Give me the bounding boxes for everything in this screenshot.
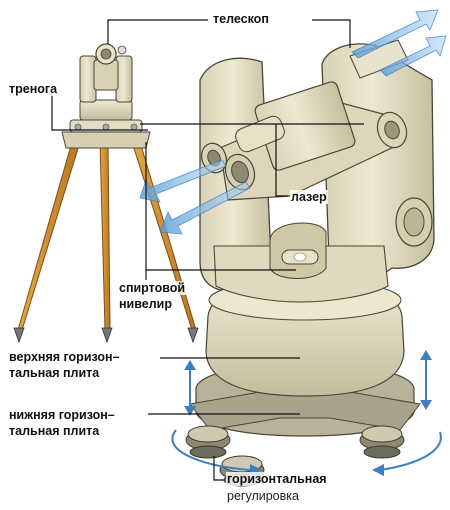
leader-telescope-right bbox=[312, 19, 351, 48]
tripod-leg-left bbox=[17, 141, 81, 331]
label-adjust-line1: горизонтальная bbox=[226, 472, 328, 486]
laser-beam-arrow bbox=[139, 9, 447, 235]
tripod-leg-middle bbox=[99, 141, 111, 331]
tripod-foot-left bbox=[13, 327, 25, 344]
label-upper-plate-line2: тальная плита bbox=[8, 366, 101, 380]
label-lower-plate-line2: тальная плита bbox=[8, 424, 101, 438]
label-adjust-line2: регулировка bbox=[226, 489, 300, 503]
vertical-arrow bbox=[184, 350, 432, 416]
leader-lines bbox=[51, 19, 364, 481]
label-tripod: тренога bbox=[8, 82, 59, 96]
label-laser: лазер bbox=[290, 190, 328, 204]
label-level-line1: спиртовой bbox=[118, 281, 187, 295]
small-alidade bbox=[79, 99, 133, 121]
label-lower-plate-line1: нижняя горизон– bbox=[8, 408, 116, 422]
label-telescope: телескоп bbox=[212, 12, 270, 26]
leader-adjust bbox=[213, 456, 224, 481]
large-instrument bbox=[185, 39, 435, 487]
label-level-line2: нивелир bbox=[118, 297, 173, 311]
leveling-screw-left bbox=[185, 425, 231, 459]
leader-tripod bbox=[51, 92, 148, 131]
leveling-screw-right bbox=[359, 425, 405, 459]
label-upper-plate-line1: верхняя горизон– bbox=[8, 350, 121, 364]
tripod-head bbox=[61, 131, 151, 149]
leader-telescope bbox=[107, 19, 208, 44]
leader-laser-down bbox=[275, 124, 288, 197]
tripod-foot-middle bbox=[101, 327, 113, 344]
tripod-foot-right bbox=[187, 327, 199, 344]
